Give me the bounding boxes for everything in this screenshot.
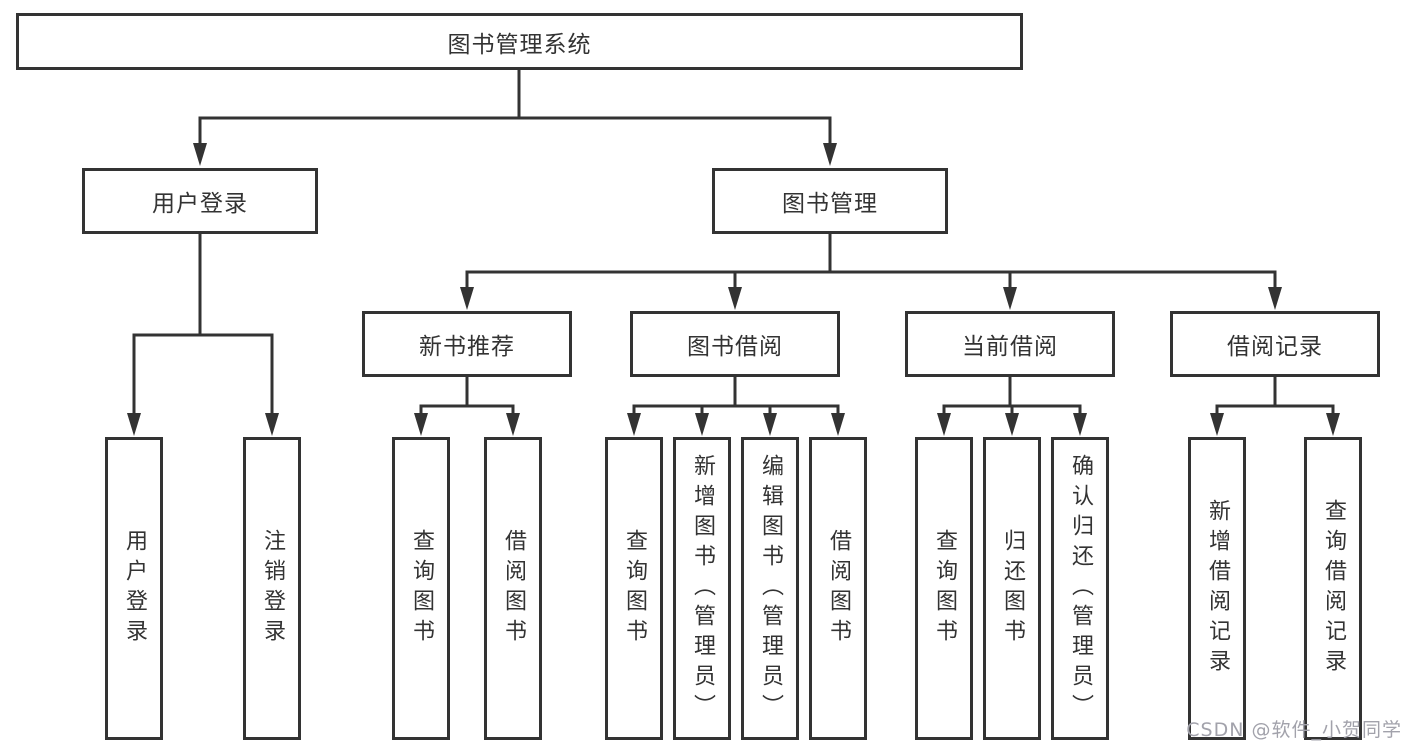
node-logout: 注销登录 (243, 437, 301, 740)
node-edit-book-admin: 编辑图书（管理员） (741, 437, 799, 740)
node-borrow-books-1: 借阅图书 (484, 437, 542, 740)
node-borrowing-records: 借阅记录 (1170, 311, 1380, 377)
node-return-books: 归还图书 (983, 437, 1041, 740)
node-add-borrowing-record: 新增借阅记录 (1188, 437, 1246, 740)
node-new-book-recommendation: 新书推荐 (362, 311, 572, 377)
node-query-books-1: 查询图书 (392, 437, 450, 740)
node-library-management-system: 图书管理系统 (16, 13, 1023, 70)
node-book-management: 图书管理 (712, 168, 948, 234)
node-book-borrowing: 图书借阅 (630, 311, 840, 377)
node-user-login: 用户登录 (82, 168, 318, 234)
node-current-borrowing: 当前借阅 (905, 311, 1115, 377)
node-query-books-3: 查询图书 (915, 437, 973, 740)
node-confirm-return-admin: 确认归还（管理员） (1051, 437, 1109, 740)
node-add-book-admin: 新增图书（管理员） (673, 437, 731, 740)
csdn-watermark: CSDN @软件_小贺同学 (1186, 719, 1402, 741)
node-borrow-books-2: 借阅图书 (809, 437, 867, 740)
node-user-login-leaf: 用户登录 (105, 437, 163, 740)
node-query-borrowing-record: 查询借阅记录 (1304, 437, 1362, 740)
node-query-books-2: 查询图书 (605, 437, 663, 740)
